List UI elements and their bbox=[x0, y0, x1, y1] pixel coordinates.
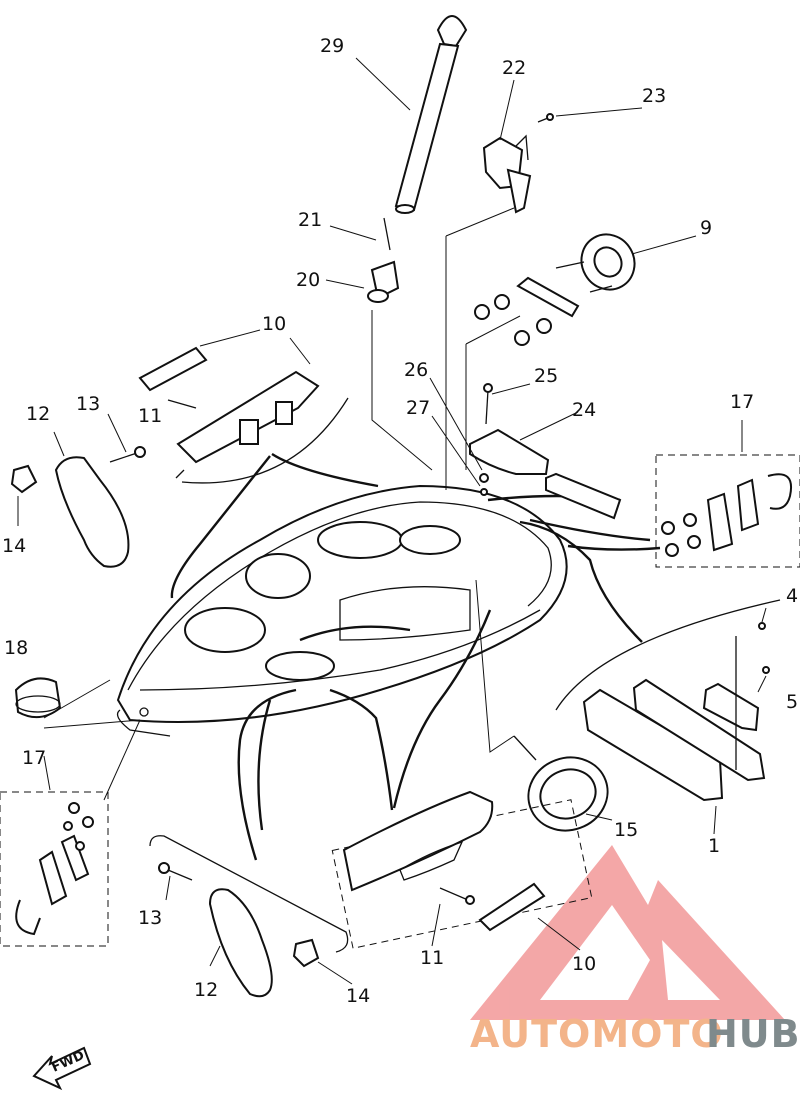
part-12-grab-handle-bottom[interactable] bbox=[208, 888, 273, 998]
part-1-side-rails[interactable] bbox=[582, 636, 766, 802]
part-13-bolt-top[interactable] bbox=[109, 446, 146, 463]
part-29-pole[interactable] bbox=[394, 15, 468, 214]
callout-12-bottom: 12 bbox=[194, 979, 218, 1001]
callout-25: 25 bbox=[534, 365, 558, 387]
part-14-cap-bottom[interactable] bbox=[292, 938, 320, 968]
callout-13-bottom: 13 bbox=[138, 907, 162, 929]
callout-1: 1 bbox=[708, 835, 720, 857]
deck-assembly bbox=[116, 484, 568, 737]
callout-17-left: 17 bbox=[22, 747, 46, 769]
part-12-grab-handle-top[interactable] bbox=[54, 456, 130, 568]
callout-17-right: 17 bbox=[730, 391, 754, 413]
callout-10-bottom: 10 bbox=[572, 953, 596, 975]
callout-11-top: 11 bbox=[138, 405, 162, 427]
part-26-27-washer[interactable] bbox=[479, 473, 489, 496]
part-24-bracket[interactable] bbox=[469, 428, 622, 520]
watermark-logo bbox=[470, 845, 785, 1020]
part-11-handle-top[interactable] bbox=[167, 370, 320, 464]
callout-26: 26 bbox=[404, 359, 428, 381]
watermark-text-1: AUTOMOTO bbox=[470, 1012, 724, 1056]
callout-9: 9 bbox=[700, 217, 712, 239]
callout-24: 24 bbox=[572, 399, 596, 421]
callout-14-bottom: 14 bbox=[346, 985, 370, 1007]
callout-22: 22 bbox=[502, 57, 526, 79]
callout-5: 5 bbox=[786, 691, 798, 713]
fwd-arrow-icon: FWD bbox=[32, 1046, 92, 1091]
callout-21: 21 bbox=[298, 209, 322, 231]
part-10-pad-top[interactable] bbox=[138, 346, 208, 392]
watermark-text-2: HUB bbox=[706, 1012, 800, 1056]
callout-11-bottom: 11 bbox=[420, 947, 444, 969]
part-10-pad-bottom[interactable] bbox=[478, 882, 546, 932]
callout-4: 4 bbox=[786, 585, 798, 607]
part-18-cap[interactable] bbox=[14, 677, 62, 719]
leader-lines bbox=[17, 57, 767, 985]
part-14-cap-top[interactable] bbox=[10, 464, 38, 494]
callout-18: 18 bbox=[4, 637, 28, 659]
callout-10-top: 10 bbox=[262, 313, 286, 335]
part-9-ring[interactable] bbox=[474, 225, 645, 346]
callout-13-top: 13 bbox=[76, 393, 100, 415]
part-15-inspection-plate[interactable] bbox=[513, 735, 618, 842]
part-13-bolt-bottom[interactable] bbox=[158, 862, 193, 881]
part-17-kit-right[interactable] bbox=[661, 473, 792, 557]
part-5-screw[interactable] bbox=[762, 666, 770, 674]
kit-17-box-left bbox=[0, 791, 109, 947]
part-11-handle-bottom[interactable] bbox=[342, 790, 494, 892]
platform-top-left bbox=[175, 397, 349, 484]
callout-14-top: 14 bbox=[2, 535, 26, 557]
callout-23: 23 bbox=[642, 85, 666, 107]
part-11-bolt-bottom[interactable] bbox=[439, 887, 475, 905]
part-25-bolt[interactable] bbox=[483, 383, 493, 425]
platform-bottom-left bbox=[149, 835, 349, 953]
part-22-cleat[interactable] bbox=[482, 134, 532, 214]
callout-15: 15 bbox=[614, 819, 638, 841]
callout-20: 20 bbox=[296, 269, 320, 291]
part-23-screw[interactable] bbox=[537, 113, 554, 123]
platform-right bbox=[555, 599, 781, 711]
kit-17-box-right bbox=[655, 454, 800, 568]
part-4-screw[interactable] bbox=[758, 622, 766, 630]
part-17-kit-left[interactable] bbox=[15, 802, 94, 936]
callout-27: 27 bbox=[406, 397, 430, 419]
callout-29: 29 bbox=[320, 35, 344, 57]
callout-12-top: 12 bbox=[26, 403, 50, 425]
callouts: 29 22 23 21 9 20 10 26 25 13 12 11 27 24… bbox=[2, 35, 798, 1007]
part-20-socket[interactable] bbox=[367, 217, 400, 303]
assembly-arrows bbox=[170, 452, 661, 861]
